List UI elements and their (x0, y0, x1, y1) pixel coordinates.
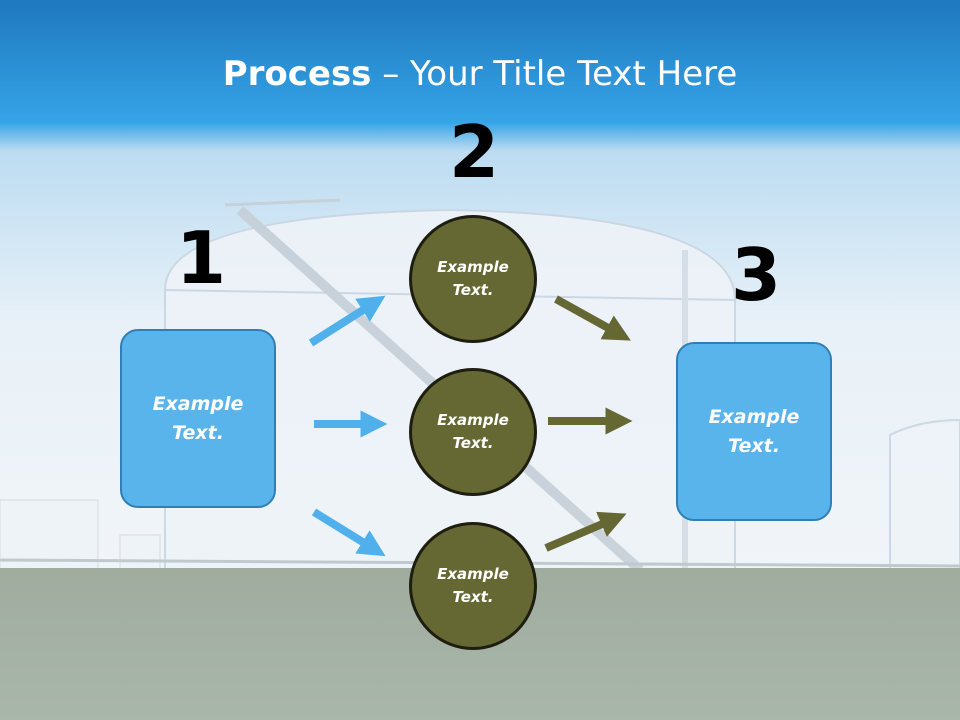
step-1-text-line2: Text. (172, 421, 224, 444)
step-2-circle-top: Example Text. (409, 215, 537, 343)
step-3-text-line2: Text. (728, 434, 780, 457)
step-1-text-line1: Example (152, 392, 244, 415)
step-number-2: 2 (449, 110, 500, 194)
title-bold: Process (222, 54, 372, 94)
storage-tank-right (889, 418, 960, 576)
step-3-text-line1: Example (708, 405, 800, 428)
title-rest: – Your Title Text Here (371, 54, 738, 94)
arrow-top-to-right (554, 295, 631, 341)
circle-top-line2: Text. (452, 281, 494, 299)
step-2-circle-middle: Example Text. (409, 368, 537, 496)
circle-middle-line1: Example (437, 411, 509, 429)
step-number-3: 3 (731, 233, 782, 317)
circle-middle-line2: Text. (452, 434, 494, 452)
circle-bottom-line1: Example (437, 565, 509, 583)
step-2-circle-bottom: Example Text. (409, 522, 537, 650)
slide-title: Process – Your Title Text Here (0, 52, 960, 96)
storage-tank-left (0, 499, 161, 576)
step-number-1: 1 (176, 216, 227, 300)
arrow-left-to-bottom (311, 508, 386, 557)
step-1-box: Example Text. (120, 329, 276, 508)
circle-top-line1: Example (437, 258, 509, 276)
arrow-bottom-to-right (544, 511, 627, 552)
step-3-box: Example Text. (676, 342, 832, 521)
arrow-left-to-top (308, 295, 386, 347)
circle-bottom-line2: Text. (452, 588, 494, 606)
